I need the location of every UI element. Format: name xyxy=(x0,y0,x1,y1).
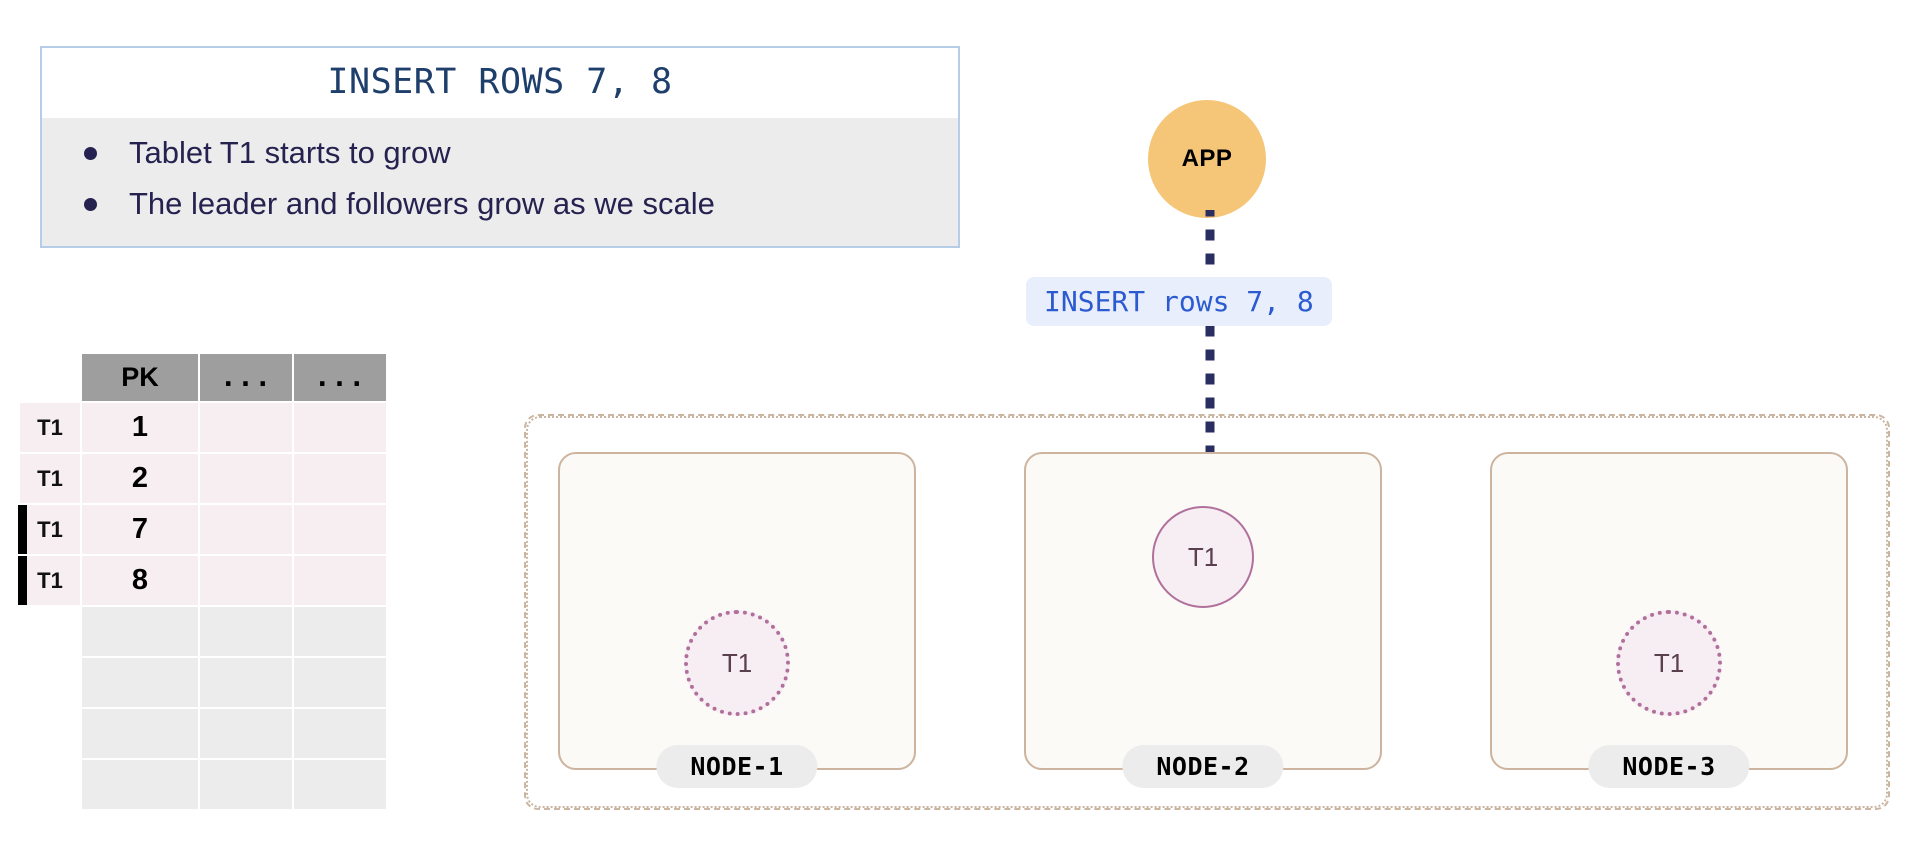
callout-title: INSERT ROWS 7, 8 xyxy=(42,48,958,118)
tag-column-spacer xyxy=(20,354,80,401)
table-row-empty xyxy=(20,658,386,707)
row-tag-empty xyxy=(20,658,80,707)
tablet-follower-node-3: T1 xyxy=(1616,610,1722,716)
table-row-empty xyxy=(20,709,386,758)
tablet-follower-node-1: T1 xyxy=(684,610,790,716)
tablet-leader-node-2: T1 xyxy=(1152,506,1254,608)
cell-empty xyxy=(200,607,292,656)
row-tag-empty xyxy=(20,709,80,758)
cell-empty xyxy=(200,760,292,809)
callout-panel: INSERT ROWS 7, 8 Tablet T1 starts to gro… xyxy=(40,46,960,248)
cell-empty xyxy=(200,658,292,707)
node-box-3: T1 NODE-3 xyxy=(1490,452,1848,788)
cell-ellipsis-1 xyxy=(200,556,292,605)
cell-empty xyxy=(294,760,386,809)
app-label: APP xyxy=(1181,145,1233,172)
cell-pk: 7 xyxy=(82,505,198,554)
cell-empty xyxy=(200,709,292,758)
row-tablet-tag-marked: T1 xyxy=(18,505,80,554)
list-item: The leader and followers grow as we scal… xyxy=(42,179,958,230)
cell-ellipsis-1 xyxy=(200,403,292,452)
row-tag-empty xyxy=(20,760,80,809)
bullet-dot-icon xyxy=(84,197,97,211)
table-row-empty xyxy=(20,607,386,656)
row-tablet-tag: T1 xyxy=(20,403,80,452)
table-row: T1 8 xyxy=(18,556,386,605)
table-row: T1 1 xyxy=(20,403,386,452)
cell-pk: 1 xyxy=(82,403,198,452)
table-row-empty xyxy=(20,760,386,809)
cell-ellipsis-1 xyxy=(200,454,292,503)
cell-ellipsis-2 xyxy=(294,454,386,503)
cell-ellipsis-2 xyxy=(294,505,386,554)
cell-ellipsis-2 xyxy=(294,556,386,605)
cell-pk: 2 xyxy=(82,454,198,503)
cell-empty xyxy=(82,658,198,707)
callout-bullet-list: Tablet T1 starts to grow The leader and … xyxy=(42,118,958,246)
cell-empty xyxy=(294,709,386,758)
row-tablet-tag: T1 xyxy=(20,454,80,503)
cell-empty xyxy=(82,760,198,809)
column-header-ellipsis-1: ... xyxy=(200,354,292,401)
node-label-1: NODE-1 xyxy=(656,745,818,788)
tablet-label: T1 xyxy=(721,647,753,678)
cell-empty xyxy=(82,709,198,758)
node-box-1: T1 NODE-1 xyxy=(558,452,916,788)
table-header-row: PK ... ... xyxy=(20,354,386,401)
list-item: Tablet T1 starts to grow xyxy=(42,128,958,179)
table-row: T1 2 xyxy=(20,454,386,503)
cell-empty xyxy=(294,607,386,656)
cell-ellipsis-2 xyxy=(294,403,386,452)
cell-empty xyxy=(294,658,386,707)
cell-empty xyxy=(82,607,198,656)
node-label-3: NODE-3 xyxy=(1588,745,1750,788)
cell-pk: 8 xyxy=(82,556,198,605)
column-header-pk: PK xyxy=(82,354,198,401)
cell-ellipsis-1 xyxy=(200,505,292,554)
row-tag-empty xyxy=(20,607,80,656)
node-label-2: NODE-2 xyxy=(1122,745,1284,788)
cluster-boundary: T1 NODE-1 T1 NODE-2 T1 NODE-3 xyxy=(524,414,1890,810)
tablet-label: T1 xyxy=(1653,647,1685,678)
row-tablet-tag-marked: T1 xyxy=(18,556,80,605)
insert-message-label: INSERT rows 7, 8 xyxy=(1026,277,1332,326)
node-box-2: T1 NODE-2 xyxy=(1024,452,1382,788)
table-row: T1 7 xyxy=(18,505,386,554)
app-node: APP xyxy=(1148,100,1266,218)
tablet-label: T1 xyxy=(1187,541,1219,572)
bullet-dot-icon xyxy=(84,146,97,160)
bullet-text: The leader and followers grow as we scal… xyxy=(129,185,715,221)
rows-table: PK ... ... T1 1 T1 2 T1 7 T1 8 xyxy=(18,352,388,811)
column-header-ellipsis-2: ... xyxy=(294,354,386,401)
bullet-text: Tablet T1 starts to grow xyxy=(129,135,451,170)
